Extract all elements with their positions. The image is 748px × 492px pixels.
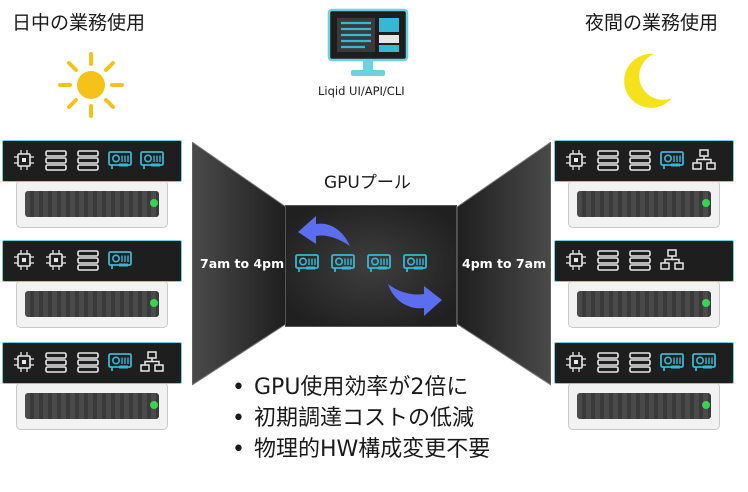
status-led	[150, 299, 158, 307]
network-icon	[139, 351, 165, 373]
network-icon	[659, 249, 685, 271]
server-vent	[577, 393, 711, 419]
server-unit	[554, 140, 734, 235]
server-chassis	[16, 180, 168, 228]
server-vent	[577, 291, 711, 317]
server-unit	[2, 240, 182, 335]
server-chassis	[16, 280, 168, 328]
network-icon	[691, 149, 717, 171]
gpu-icon	[659, 351, 685, 373]
memory-icon	[627, 249, 653, 271]
gpu-icon	[330, 252, 356, 274]
component-icons	[563, 351, 717, 373]
cpu-icon	[11, 149, 37, 171]
component-icons	[563, 149, 717, 171]
night-heading: 夜間の業務使用	[585, 12, 719, 34]
benefit-item: 物理的HW構成変更不要	[232, 434, 490, 465]
benefits-list: GPU使用効率が2倍に 初期調達コストの低減 物理的HW構成変更不要	[232, 372, 490, 465]
memory-icon	[75, 149, 101, 171]
component-icons	[11, 249, 133, 271]
gpu-icon	[659, 149, 685, 171]
gpu-icon	[107, 149, 133, 171]
server-chassis	[568, 180, 720, 228]
day-heading: 日中の業務使用	[12, 12, 146, 34]
gpu-icon	[294, 252, 320, 274]
server-component-panel	[554, 342, 734, 384]
server-chassis	[568, 280, 720, 328]
memory-icon	[75, 351, 101, 373]
sun-icon	[58, 52, 124, 118]
server-vent	[25, 291, 159, 317]
cpu-icon	[563, 249, 589, 271]
server-component-panel	[554, 140, 734, 182]
gpu-icon	[366, 252, 392, 274]
server-unit	[2, 342, 182, 437]
cpu-icon	[563, 149, 589, 171]
server-unit	[2, 140, 182, 235]
gpu-icon	[139, 149, 165, 171]
benefit-item: GPU使用効率が2倍に	[232, 372, 490, 403]
cpu-icon	[11, 249, 37, 271]
pool-title: GPUプール	[324, 173, 411, 193]
memory-icon	[627, 149, 653, 171]
memory-icon	[595, 351, 621, 373]
server-vent	[25, 191, 159, 217]
left-schedule-label: 7am to 4pm	[200, 256, 285, 271]
status-led	[150, 199, 158, 207]
gpu-icon	[107, 351, 133, 373]
component-icons	[563, 249, 685, 271]
server-unit	[554, 342, 734, 437]
server-component-panel	[2, 240, 182, 282]
right-funnel	[456, 142, 551, 386]
cpu-icon	[563, 351, 589, 373]
benefit-item: 初期調達コストの低減	[232, 403, 490, 434]
server-chassis	[16, 382, 168, 430]
server-component-panel	[2, 140, 182, 182]
component-icons	[11, 351, 165, 373]
gpu-icon	[107, 249, 133, 271]
server-component-panel	[554, 240, 734, 282]
status-led	[702, 199, 710, 207]
monitor-caption: Liqid UI/API/CLI	[318, 84, 405, 98]
cpu-icon	[43, 249, 69, 271]
memory-icon	[627, 351, 653, 373]
arrow-right-icon	[388, 284, 442, 316]
memory-icon	[595, 249, 621, 271]
gpu-icon	[402, 252, 428, 274]
memory-icon	[43, 149, 69, 171]
cpu-icon	[11, 351, 37, 373]
server-vent	[577, 191, 711, 217]
memory-icon	[43, 351, 69, 373]
moon-icon	[624, 53, 672, 108]
gpu-icon	[691, 351, 717, 373]
monitor-icon	[327, 8, 409, 76]
status-led	[702, 299, 710, 307]
server-chassis	[568, 382, 720, 430]
server-unit	[554, 240, 734, 335]
arrow-left-icon	[298, 216, 350, 246]
memory-icon	[75, 249, 101, 271]
component-icons	[11, 149, 165, 171]
right-schedule-label: 4pm to 7am	[462, 256, 547, 271]
gpu-pool	[285, 205, 457, 327]
server-vent	[25, 393, 159, 419]
memory-icon	[595, 149, 621, 171]
status-led	[702, 401, 710, 409]
status-led	[150, 401, 158, 409]
server-component-panel	[2, 342, 182, 384]
